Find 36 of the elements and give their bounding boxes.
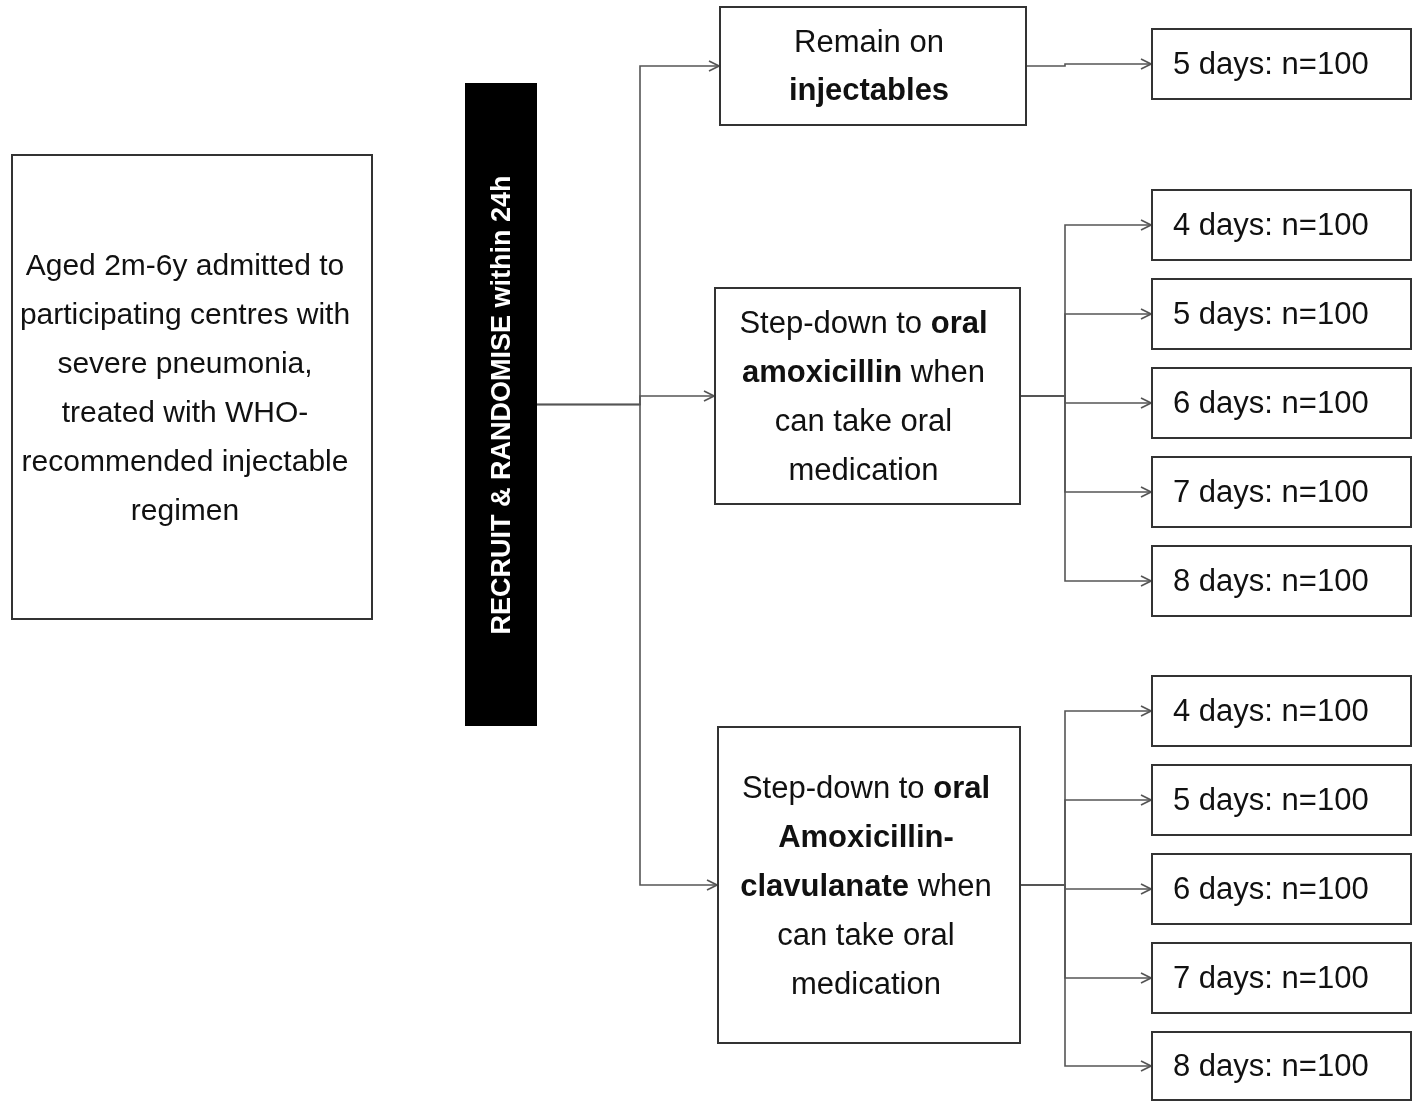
process-box (1151, 942, 1412, 1014)
arrow (536, 403, 718, 891)
process-box (717, 726, 1021, 1044)
node-text: Step-down to oral Amoxicillin-clavulanate when can take oral medication (739, 768, 993, 1003)
process-box (1151, 545, 1412, 617)
node-text: 5 days: n=100 (1173, 781, 1369, 819)
randomisation-bar (465, 83, 537, 726)
node-text: 6 days: n=100 (1173, 870, 1369, 908)
process-box (1151, 278, 1412, 350)
node-text: 6 days: n=100 (1173, 384, 1369, 422)
node-text: Aged 2m-6y admitted to participating centres with severe pneumonia, treated with WHO-recommended injectable regimen (18, 247, 352, 528)
arrow (1020, 884, 1152, 1072)
node-text: Remain on injectables (787, 23, 951, 109)
process-box (1151, 367, 1412, 439)
arrow (1020, 395, 1152, 587)
process-box (714, 287, 1021, 505)
process-box (1151, 456, 1412, 528)
node-text: 4 days: n=100 (1173, 692, 1369, 730)
node-text: 4 days: n=100 (1173, 206, 1369, 244)
process-box (1151, 764, 1412, 836)
arrow (1026, 58, 1152, 70)
process-box (719, 6, 1027, 126)
node-text: 5 days: n=100 (1173, 45, 1369, 83)
process-box (1151, 675, 1412, 747)
bar-label: RECRUIT & RANDOMISE within 24h (485, 175, 517, 634)
node-text: Step-down to oral amoxicillin when can take oral medication (738, 304, 989, 489)
node-text: 8 days: n=100 (1173, 1047, 1369, 1085)
process-box (11, 154, 373, 620)
process-box (1151, 189, 1412, 261)
node-text: 7 days: n=100 (1173, 473, 1369, 511)
node-text: 8 days: n=100 (1173, 562, 1369, 600)
process-box (1151, 853, 1412, 925)
node-text: 7 days: n=100 (1173, 959, 1369, 997)
node-text: 5 days: n=100 (1173, 295, 1369, 333)
process-box (1151, 28, 1412, 100)
process-box (1151, 1031, 1412, 1101)
